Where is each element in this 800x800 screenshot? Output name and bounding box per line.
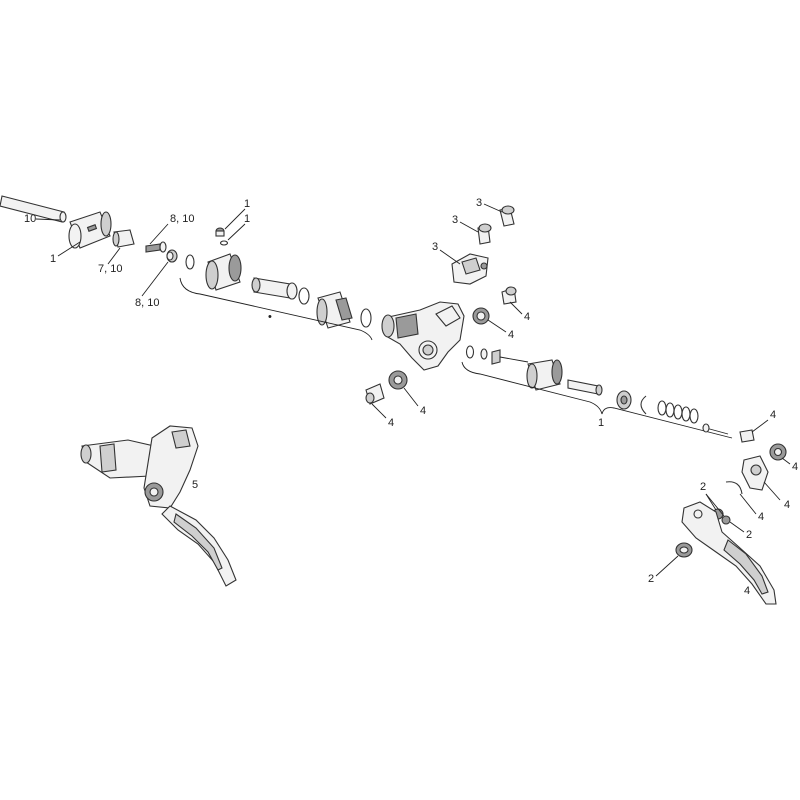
oring-left-a <box>298 287 310 305</box>
callout-4-fitting: 4 <box>524 311 530 323</box>
leader-1-screw-b <box>227 223 246 241</box>
leader-3-clamp <box>439 249 461 265</box>
leader-4-right-washer <box>781 457 791 465</box>
clip-ring <box>725 481 743 495</box>
return-spring <box>657 400 699 424</box>
leader-2-c <box>655 555 679 577</box>
callout-1-clamp: 1 <box>50 253 56 265</box>
piston-sleeve <box>316 291 353 329</box>
leader-3-bolt-a <box>483 203 503 213</box>
leader-1-clamp <box>57 241 81 257</box>
oring-right-a <box>465 345 475 359</box>
leader-8-10-bottom <box>141 261 169 297</box>
leader-4-clip <box>739 493 757 515</box>
bracket-right-group <box>461 361 733 439</box>
leader-4-right-cover <box>763 481 781 501</box>
clamp-sleeve <box>68 211 112 249</box>
callout-4-barb: 4 <box>388 417 394 429</box>
spring-seat <box>616 390 632 410</box>
callout-4-washer-mid: 4 <box>420 405 426 417</box>
leader-3-bolt-b <box>459 221 479 233</box>
lever-body-main <box>381 301 465 371</box>
hose-cover <box>741 455 769 491</box>
leader-4-washer-top <box>487 319 507 333</box>
hose-barb <box>365 383 385 405</box>
clamp-bolt-b <box>477 223 492 245</box>
bar-clamp <box>451 253 489 285</box>
leader-4-washer-mid <box>403 387 419 407</box>
callout-4-washer-top: 4 <box>508 329 514 341</box>
assembled-brake-lever <box>80 425 237 587</box>
handlebar-tube <box>0 195 67 223</box>
bleed-screw <box>215 227 225 237</box>
crush-washer-mid <box>388 370 408 390</box>
leader-4-fitting <box>509 301 523 315</box>
pushrod-right <box>491 349 529 365</box>
ring-seal-left <box>185 254 195 270</box>
callout-3-bolt-a: 3 <box>476 197 482 209</box>
small-washer-right <box>480 348 488 360</box>
callout-1-piston-group: 1 <box>598 417 604 429</box>
hose-end-bolt <box>702 423 729 435</box>
bracket-left-group <box>179 277 373 341</box>
callout-5-lever-left: 5 <box>192 479 198 491</box>
callout-4-right-cover: 4 <box>784 499 790 511</box>
adjust-knob <box>166 249 178 263</box>
hose-fitting <box>501 286 517 305</box>
leader-7-10 <box>107 247 121 265</box>
callout-1-screw-a: 1 <box>244 198 250 210</box>
cartridge-right <box>567 379 603 396</box>
callout-8-10-top: 8, 10 <box>170 213 194 225</box>
leader-10-bar <box>35 218 61 221</box>
callout-4-lever-right: 4 <box>744 585 750 597</box>
clamp-bolt-a <box>499 205 515 227</box>
callout-2-b: 2 <box>746 529 752 541</box>
callout-8-10-bottom: 8, 10 <box>135 297 159 309</box>
reach-adjust-screw <box>145 241 167 253</box>
leader-2-b <box>729 521 745 533</box>
oring-left-b <box>360 308 372 328</box>
crush-washer-right <box>769 443 787 461</box>
pivot-bushing-washer <box>675 542 693 558</box>
callout-2-c: 2 <box>648 573 654 585</box>
crush-washer-top <box>472 307 490 325</box>
circlip-right <box>640 395 647 415</box>
leader-2-a2 <box>705 493 725 517</box>
leader-8-10-top <box>149 223 169 245</box>
callout-2-a: 2 <box>700 481 706 493</box>
callout-3-clamp: 3 <box>432 241 438 253</box>
hose-end-nut <box>739 429 755 443</box>
callout-7-10: 7, 10 <box>98 263 122 275</box>
callout-4-right-washer: 4 <box>792 461 798 473</box>
piston-right <box>526 359 563 391</box>
leader-4-hose-end <box>751 419 769 433</box>
piston-cartridge <box>251 277 298 300</box>
callout-3-bolt-b: 3 <box>452 214 458 226</box>
reservoir-cap <box>205 253 242 291</box>
callout-1-screw-b: 1 <box>244 213 250 225</box>
callout-bracket-dot: • <box>268 311 272 323</box>
callout-4-clip: 4 <box>758 511 764 523</box>
leader-1-screw-a <box>224 208 246 230</box>
leader-4-barb <box>371 403 387 419</box>
lever-blade-right <box>681 501 777 605</box>
callout-4-hose-end: 4 <box>770 409 776 421</box>
bushing-part <box>112 229 135 248</box>
small-oring <box>219 240 229 246</box>
callout-10-bar: 10 <box>24 213 36 225</box>
